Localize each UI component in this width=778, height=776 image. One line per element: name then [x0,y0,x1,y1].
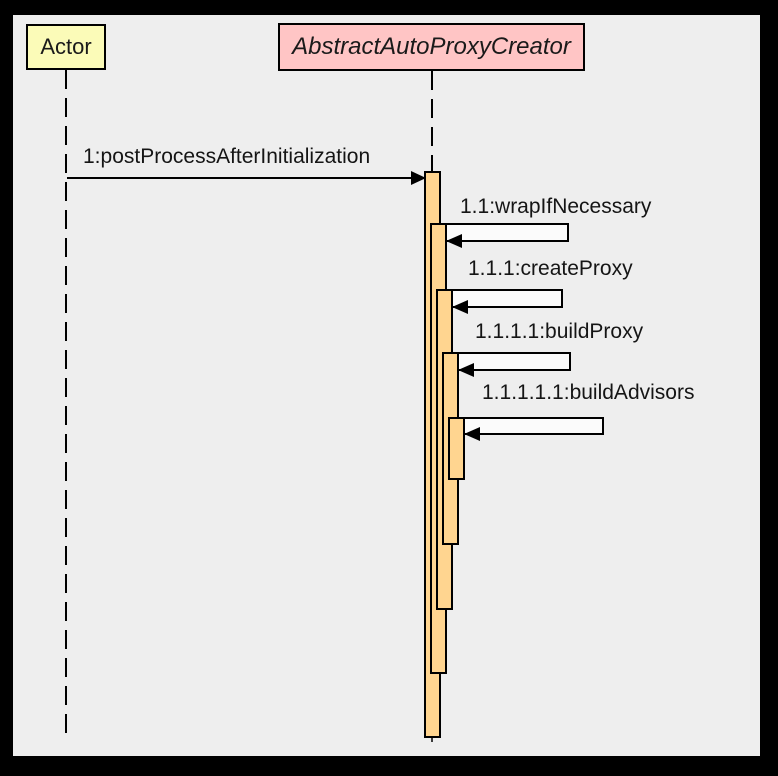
message-4-label: 1.1.1.1:buildProxy [475,320,644,343]
self-call-3-loop [457,352,571,371]
diagram-background [13,15,760,756]
participant-creator-label: AbstractAutoProxyCreator [292,33,571,60]
self-call-1-loop [445,223,569,242]
activation-bar-5 [448,417,465,480]
self-call-2-loop [451,289,563,308]
participant-actor-label: Actor [40,34,92,59]
self-call-4-loop [463,417,604,435]
message-1-arrowhead [411,171,426,185]
self-call-1-arrowhead [446,234,462,248]
self-call-4-arrowhead [464,427,480,441]
message-5-label: 1.1.1.1.1:buildAdvisors [482,381,695,404]
participant-abstract-auto-proxy-creator: AbstractAutoProxyCreator [278,23,585,71]
participant-actor: Actor [26,24,106,70]
message-2-label: 1.1:wrapIfNecessary [460,195,652,218]
self-call-2-arrowhead [452,300,468,314]
message-1-label: 1:postProcessAfterInitialization [83,145,371,168]
message-3-label: 1.1.1:createProxy [468,257,633,280]
self-call-3-arrowhead [458,363,474,377]
